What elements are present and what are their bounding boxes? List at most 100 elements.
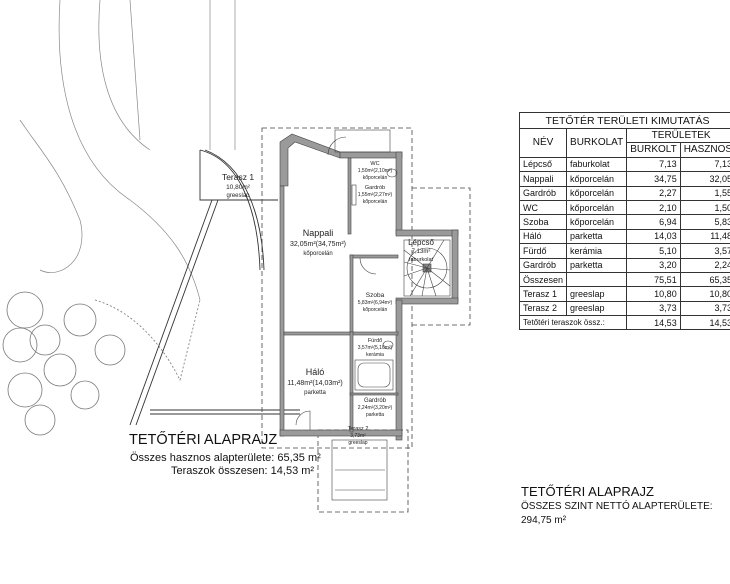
cell-covered: 3,20: [626, 257, 681, 273]
cell-name: Összesen: [518, 271, 568, 288]
svg-text:7,13m²: 7,13m²: [412, 249, 431, 255]
svg-text:faburkolat: faburkolat: [409, 257, 434, 263]
svg-text:Terasz 2: Terasz 2: [348, 426, 369, 432]
cell-covered: 6,94: [626, 214, 681, 230]
cell-useful: 11,48: [679, 228, 730, 245]
svg-text:WC: WC: [370, 161, 379, 167]
cell-covered: 2,10: [626, 199, 681, 216]
plan-terraces-total: Teraszok összesen: 14,53 m²: [171, 465, 315, 477]
cell-cover: [566, 271, 628, 288]
svg-text:kerámia: kerámia: [366, 352, 384, 358]
svg-text:Gardrób: Gardrób: [365, 185, 385, 191]
header-cover: BURKOLAT: [566, 128, 628, 158]
cell-cover: parketta: [566, 228, 628, 245]
cell-covered: 10,80: [626, 286, 681, 302]
summary-title: TETŐTÉRI ALAPRAJZ: [521, 484, 654, 499]
cell-useful: 3,73: [679, 300, 730, 317]
svg-text:Fürdő: Fürdő: [368, 338, 382, 344]
svg-text:kőporcelán: kőporcelán: [363, 307, 388, 313]
room-label-halo: Háló 11,48m²(14,03m²) parketta: [287, 367, 343, 396]
fixtures: [295, 129, 398, 501]
cell-covered: 7,13: [626, 156, 681, 173]
cell-useful: 1,50: [679, 199, 730, 216]
cell-cover: parketta: [566, 257, 628, 273]
svg-text:10,80m²: 10,80m²: [226, 184, 251, 191]
cell-cover: kőporcelán: [566, 171, 628, 187]
cell-useful: 65,35: [679, 271, 730, 288]
cell-covered: 2,27: [626, 185, 681, 201]
svg-text:3,57m²(5,10m²): 3,57m²(5,10m²): [358, 345, 393, 351]
site-lines: [19, 0, 236, 301]
cell-useful: 7,13: [679, 156, 730, 173]
svg-text:kőporcelán: kőporcelán: [363, 175, 388, 181]
svg-text:1,50m²(2,10m²): 1,50m²(2,10m²): [358, 168, 393, 174]
staircase: [403, 239, 451, 297]
cell-useful: 32,05: [679, 171, 730, 187]
trees: [2, 291, 201, 436]
cell-name: Terasz 1: [518, 286, 568, 302]
header-useful: HASZNOS: [679, 142, 730, 158]
cell-useful: 10,80: [679, 286, 730, 302]
cell-name: Gardrób: [518, 185, 568, 201]
cell-name: Nappali: [518, 171, 568, 187]
cell-cover: kőporcelán: [566, 185, 628, 201]
plan-useful-area: Összes hasznos alapterülete: 65,35 m²: [130, 452, 321, 464]
header-areas: TERÜLETEK: [626, 127, 730, 144]
cell-covered: 34,75: [626, 171, 681, 187]
cell-useful: 14,53: [679, 315, 730, 331]
cell-cover: kerámia: [566, 243, 628, 259]
cell-cover: kőporcelán: [566, 199, 628, 216]
cell-name: Tetőtéri teraszok össz.:: [518, 315, 628, 331]
svg-text:parketta: parketta: [366, 412, 384, 418]
svg-text:Háló: Háló: [306, 367, 325, 377]
svg-text:Szoba: Szoba: [366, 292, 385, 299]
cell-name: Lépcső: [518, 156, 568, 173]
cell-useful: 3,57: [679, 243, 730, 259]
cell-name: Háló: [518, 228, 568, 245]
cell-covered: 75,51: [626, 271, 681, 288]
svg-text:11,48m²(14,03m²): 11,48m²(14,03m²): [287, 380, 343, 387]
summary-subtitle: ÖSSZES SZINT NETTÓ ALAPTERÜLETE:: [521, 501, 713, 512]
svg-text:Terasz 1: Terasz 1: [222, 172, 254, 182]
header-name: NÉV: [518, 128, 568, 158]
cell-useful: 2,24: [679, 257, 730, 273]
plan-title: TETŐTÉRI ALAPRAJZ: [129, 432, 278, 448]
cell-covered: 3,73: [626, 300, 681, 317]
table-title: TETŐTÉR TERÜLETI KIMUTATÁS: [518, 112, 730, 129]
cell-name: Szoba: [518, 214, 568, 230]
svg-text:kőporcelán: kőporcelán: [363, 199, 388, 205]
cell-cover: faburkolat: [566, 156, 628, 173]
area-table: TETŐTÉR TERÜLETI KIMUTATÁS NÉV BURKOLAT …: [518, 112, 730, 331]
cell-name: WC: [518, 199, 568, 216]
cell-cover: kőporcelán: [566, 214, 628, 230]
cell-cover: greeslap: [566, 286, 628, 302]
terrace-1: [129, 149, 300, 426]
svg-text:parketta: parketta: [304, 390, 326, 396]
svg-text:2,24m²(3,20m²): 2,24m²(3,20m²): [358, 405, 393, 411]
header-covered: BURKOLT: [626, 142, 681, 158]
svg-text:greeslap: greeslap: [348, 440, 367, 446]
cell-name: Fürdő: [518, 243, 568, 259]
cell-covered: 14,03: [626, 228, 681, 245]
cell-covered: 5,10: [626, 243, 681, 259]
room-label-wc: WC1,50m²(2,10m²)kőporcelán: [358, 161, 393, 181]
